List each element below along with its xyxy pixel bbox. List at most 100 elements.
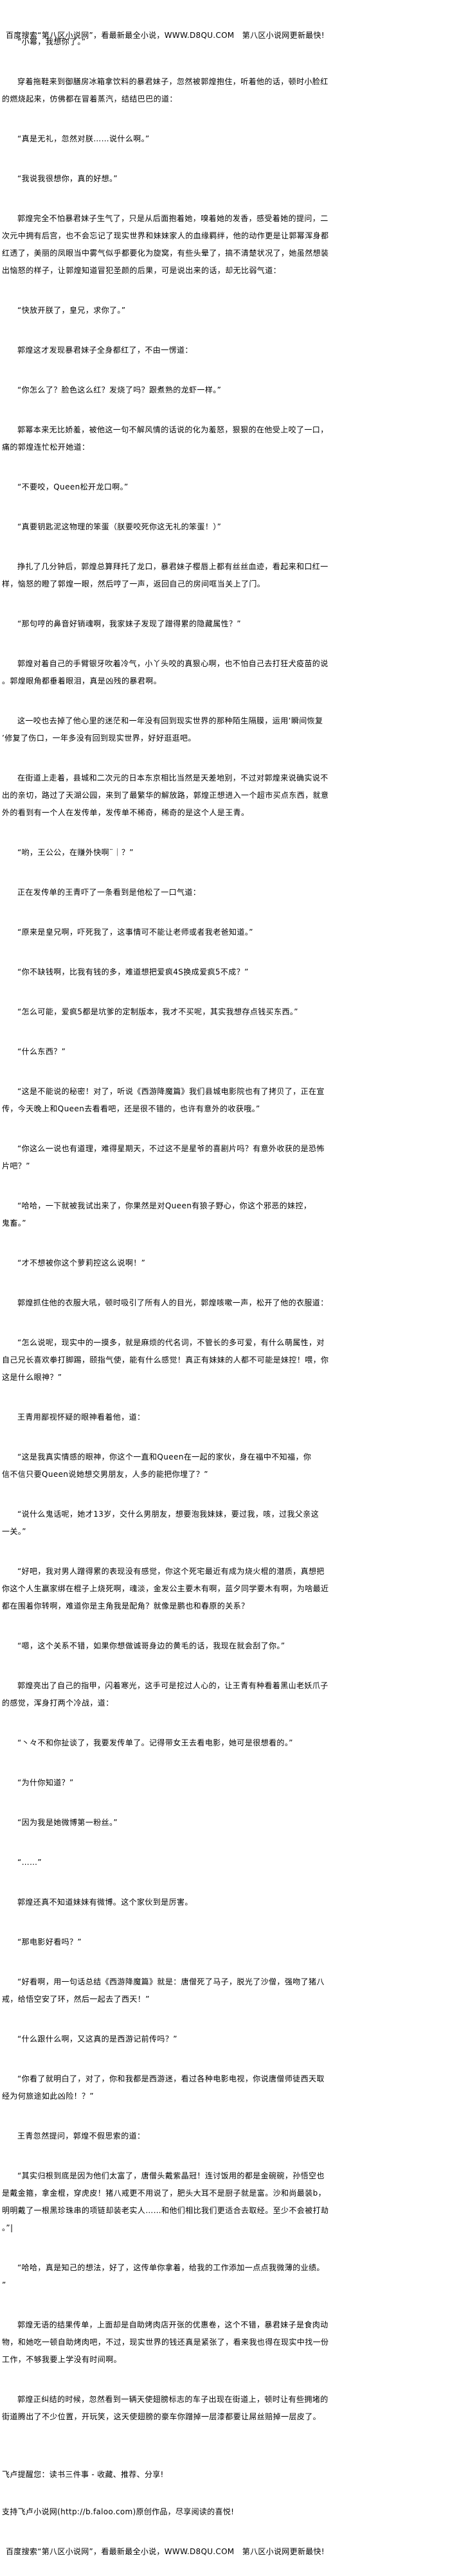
paragraph-line: 自己兄长喜欢拳打脚踢，颐指气使，能有什么感觉！真正有妹妹的人都不可能是妹控！喂，…: [2, 1355, 329, 1364]
paragraph-line: 。郭煌眼角都垂着眼泪，真是凶残的暴君啊。: [2, 676, 162, 685]
paragraph: “因为我是她微博第一粉丝。”: [2, 1814, 336, 1831]
paragraph: “你看了就明白了，对了，你和我都是西游迷，看过各种电影电视，你说唐僧师徒西天取经…: [2, 2070, 336, 2105]
paragraph-line: “你不缺钱啊，比我有钱的多，难道想把爱疯4S换成爱疯5不成？”: [17, 967, 249, 976]
paragraph-line: 一关。”: [2, 1527, 26, 1536]
paragraph-line: “你这么一说也有道理，难得星期天，不过这不是星爷的喜剧片吗？有意外收获的是恐怖: [17, 1144, 325, 1153]
paragraph-line: 你这个人生赢家绑在棍子上烧死啊，魂淡，金发公主要木有啊，蓝夕同学要木有啊，为啥最…: [2, 1584, 329, 1593]
site-banner-bottom: 百度搜索“第八区小说网”，看最新最全小说，WWW.D8QU.COM 第八区小说网…: [6, 2547, 325, 2556]
paragraph-line: 郭煌这才发现暴君妹子全身都红了，不由一愣道：: [17, 346, 193, 355]
paragraph-line: “小幂，我想你了。”: [17, 37, 86, 46]
paragraph-line: 出的亲切，路过了天湖公园，来到了最繁华的解放路，郭煌正想进入一个超市买点东西，就…: [2, 791, 329, 800]
paragraph-line: 在街道上走着，县城和二次元的日本东京相比当然是天差地别，不过对郭煌来说确实说不: [17, 773, 328, 782]
paragraph: “这是我真实情感的眼神，你这个一直和Queen在一起的家伙，身在福中不知福，你信…: [2, 1449, 336, 1483]
paragraph-line: 这是什么眼神？”: [2, 1373, 62, 1382]
chapter-body: “小幂，我想你了。” 穿着拖鞋来到御膳房冰箱拿饮料的暴君妹子，忽然被郭煌抱住，听着…: [2, 33, 336, 2448]
paragraph-line: 片吧？”: [2, 1161, 30, 1170]
paragraph: “怎么可能，爱疯5都是坑爹的定制版本，我才不买呢，其实我想存点钱买东西。”: [2, 1003, 336, 1021]
paragraph-line: 工作，不够我要上学没有时间啊。: [2, 2355, 122, 2364]
paragraph: “才不想被你这个萝莉控这么说啊！”: [2, 1255, 336, 1272]
paragraph-line: ”: [2, 2280, 6, 2289]
paragraph: 正在发传单的王青吓了一条看到是他松了一口气道：: [2, 884, 336, 901]
paragraph: 郭煌对着自己的手臂银牙吹着冷气，小丫头咬的真狠心啊，也不怕自己去打狂犬疫苗的说。…: [2, 655, 336, 690]
paragraph-line: 穿着拖鞋来到御膳房冰箱拿饮料的暴君妹子，忽然被郭煌抱住，听着他的话，顿时小脸红: [17, 77, 328, 86]
paragraph-line: 经为何旅途如此凶险！？”: [2, 2092, 94, 2101]
paragraph-line: “什么东西？”: [17, 1047, 66, 1056]
paragraph-line: 的燃烧起来，仿佛都在冒着蒸汽，结结巴巴的道：: [2, 94, 177, 103]
paragraph: 郭煌正纠结的时候，忽然看到一辆天使翅膀标志的车子出现在街道上，顿时让有些拥堵的街…: [2, 2391, 336, 2426]
paragraph: 郭煌还真不知道妹妹有微博。这个家伙到是厉害。: [2, 1894, 336, 1911]
paragraph-line: 信不信只要Queen说她想交男朋友，人多的能把你埋了？”: [2, 1470, 208, 1479]
paragraph-line: 传，今天晚上和Queen去看看吧，还是很不错的，也许有意外的收获哦。”: [2, 1104, 260, 1113]
paragraph-line: 痛的郭煌连忙松开她道：: [2, 443, 90, 452]
paragraph-line: “真要钥匙泥这物理的笨蛋（朕要咬死你这无礼的笨蛋！）”: [17, 522, 222, 531]
paragraph-line: “才不想被你这个萝莉控这么说啊！”: [17, 1258, 146, 1267]
paragraph: “那句哼的鼻音好销魂啊，我家妹子发现了蹭得累的隐藏属性？”: [2, 615, 336, 633]
paragraph-line: 都在围着你转啊，难道你是主角我是配角？就像是鹏也和春原的关系？: [2, 1601, 249, 1610]
paragraph: “你不缺钱啊，比我有钱的多，难道想把爱疯4S换成爱疯5不成？”: [2, 964, 336, 981]
paragraph-line: “我说我很想你，真的好想。”: [17, 174, 118, 183]
paragraph-line: 的感觉，浑身打两个冷战，道：: [2, 1698, 114, 1707]
paragraph: “哈哈，真是知己的想法，好了，这传单你拿着，给我的工作添加一点点我微薄的业绩。 ”: [2, 2259, 336, 2294]
paragraph: “嗯，这个关系不错，如果你想做诚哥身边的黄毛的话，我现在就会刮了你。”: [2, 1637, 336, 1655]
paragraph-line: 外的看到有一个人在发传单，发传单不稀奇，稀奇的是这个人是王青。: [2, 808, 249, 817]
paragraph-line: 挣扎了几分钟后，郭煌总算拜托了龙口，暴君妹子樱唇上都有丝丝血迹，看起来和口红一: [17, 562, 328, 571]
paragraph-line: “怎么可能，爱疯5都是坑爹的定制版本，我才不买呢，其实我想存点钱买东西。”: [17, 1007, 298, 1016]
paragraph: “真要钥匙泥这物理的笨蛋（朕要咬死你这无礼的笨蛋！）”: [2, 518, 336, 536]
paragraph: “快放开朕了，皇兄，求你了。”: [2, 302, 336, 319]
paragraph: “真是无礼，忽然对朕……说什么啊。”: [2, 130, 336, 148]
paragraph-line: “真是无礼，忽然对朕……说什么啊。”: [17, 134, 150, 143]
paragraph: “你这么一说也有道理，难得星期天，不过这不是星爷的喜剧片吗？有意外收获的是恐怖片…: [2, 1140, 336, 1175]
paragraph: “哟，王公公，在赚外快啊¨｜？”: [2, 844, 336, 861]
paragraph-line: 郭煌还真不知道妹妹有微博。这个家伙到是厉害。: [17, 1898, 193, 1907]
paragraph-line: 王青用鄙视怀疑的眼神看着他，道：: [17, 1413, 145, 1422]
paragraph-line: “这是我真实情感的眼神，你这个一直和Queen在一起的家伙，身在福中不知福，你: [17, 1452, 312, 1461]
paragraph-line: “那句哼的鼻音好销魂啊，我家妹子发现了蹭得累的隐藏属性？”: [17, 619, 242, 628]
paragraph-line: 明明戴了一根黑珍珠串的项链却装老实人……和他们相比我们更适合去取经。至少不会被打…: [2, 2206, 329, 2215]
paragraph-line: “因为我是她微博第一粉丝。”: [17, 1818, 118, 1827]
paragraph: “好吧，我对男人蹭得累的表现没有感觉，你这个死宅最近有成为烧火棍的潜质，真想把你…: [2, 1563, 336, 1615]
paragraph: “我说我很想你，真的好想。”: [2, 170, 336, 188]
paragraph: “……”: [2, 1854, 336, 1871]
paragraph-line: “为什你知道？”: [17, 1778, 74, 1787]
paragraph: “你怎么了？脸色这么红？发烧了吗？跟煮熟的龙虾一样。”: [2, 382, 336, 399]
paragraph-line: “嗯，这个关系不错，如果你想做诚哥身边的黄毛的话，我现在就会刮了你。”: [17, 1641, 285, 1650]
paragraph-line: “……”: [17, 1858, 42, 1867]
paragraph: 王青忽然提问，郭煌不假思索的道：: [2, 2128, 336, 2145]
paragraph: 穿着拖鞋来到御膳房冰箱拿饮料的暴君妹子，忽然被郭煌抱住，听着他的话，顿时小脸红的…: [2, 73, 336, 108]
paragraph: “小幂，我想你了。”: [2, 33, 336, 51]
paragraph-line: 这一咬也去掉了他心里的迷茫和一年没有回到现实世界的那种陌生隔膜，运用‘瞬间恢复: [17, 716, 323, 725]
paragraph: 郭煌这才发现暴君妹子全身都红了，不由一愣道：: [2, 342, 336, 359]
paragraph-line: 样，恼怒的瞪了郭煌一眼，然后哼了一声，返回自己的房间哐当关上了门。: [2, 579, 266, 588]
paragraph-line: “哈哈，一下就被我试出来了，你果然是对Queen有狼子野心，你这个邪恶的妹控，: [17, 1201, 312, 1210]
paragraph: “这是不能说的秘密！对了，听说《西游降魔篇》我们县城电影院也有了拷贝了，正在宣传…: [2, 1083, 336, 1118]
paragraph-line: 街道腾出了不少位置，开玩笑，这天使翅膀的豪车你蹭掉一层漆都要让屌丝赔掉一层皮了。: [2, 2412, 321, 2421]
paragraph-line: 郭煌抓住他的衣服大吼，顿时吸引了所有人的目光，郭煌咳嗽一声，松开了他的衣服道：: [17, 1298, 328, 1307]
paragraph: “那电影好看吗？”: [2, 1934, 336, 1951]
paragraph-line: 王青忽然提问，郭煌不假思索的道：: [17, 2131, 145, 2140]
paragraph: 郭幂本来无比娇羞，被他这一句不解风情的话说的化为羞怒，狠狠的在他受上咬了一口， 痛…: [2, 421, 336, 456]
paragraph: 在街道上走着，县城和二次元的日本东京相比当然是天差地别，不过对郭煌来说确实说不出…: [2, 770, 336, 822]
paragraph-line: 。”|: [2, 2223, 14, 2232]
paragraph: “为什你知道？”: [2, 1774, 336, 1792]
paragraph: “原来是皇兄啊，吓死我了，这事情可不能让老师或者我老爸知道。”: [2, 924, 336, 941]
paragraph: 郭煌无语的结果传单，上面却是自助烤肉店开张的优惠卷，这个不错，暴君妹子是食肉动物…: [2, 2316, 336, 2369]
paragraph-line: “你看了就明白了，对了，你和我都是西游迷，看过各种电影电视，你说唐僧师徒西天取: [17, 2074, 325, 2083]
paragraph-line: “什么跟什么啊，又这真的是西游记前传吗？”: [17, 2034, 177, 2043]
paragraph-line: “好看啊，用一句话总结《西游降魔篇》就是：唐僧死了马子，脱光了沙僧，强吻了猪八: [17, 1977, 325, 1986]
paragraph-line: “哈哈，真是知己的想法，好了，这传单你拿着，给我的工作添加一点点我微薄的业绩。: [17, 2263, 325, 2272]
paragraph-line: 郭幂本来无比娇羞，被他这一句不解风情的话说的化为羞怒，狠狠的在他受上咬了一口，: [17, 425, 328, 434]
paragraph: “其实归根到底是因为他们太富了，唐僧头戴紫晶冠！连讨饭用的都是金碗碗，孙悟空也是…: [2, 2167, 336, 2237]
paragraph-line: 郭煌无语的结果传单，上面却是自助烤肉店开张的优惠卷，这个不错，暴君妹子是食肉动: [17, 2320, 328, 2329]
paragraph-line: “怎么说呢，现实中的一摸多，就是麻烦的代名词，不管长的多可爱，有什么萌属性，对: [17, 1338, 325, 1347]
paragraph-line: “说什么鬼话呢，她才13岁，交什么男朋友，想要泡我妹妹，要过我，咳，过我父亲这: [17, 1510, 320, 1519]
paragraph: 郭煌亮出了自己的指甲，闪着寒光，这手可是挖过人心的，让王青有种看着黑山老妖爪子的…: [2, 1677, 336, 1712]
paragraph-line: “原来是皇兄啊，吓死我了，这事情可不能让老师或者我老爸知道。”: [17, 928, 253, 937]
paragraph: “丶々不和你扯谈了，我要发传单了。记得带女王去看电影，她可是很想看的。”: [2, 1734, 336, 1752]
paragraph-line: 郭煌对着自己的手臂银牙吹着冷气，小丫头咬的真狠心啊，也不怕自己去打狂犬疫苗的说: [17, 659, 328, 668]
paragraph-line: “丶々不和你扯谈了，我要发传单了。记得带女王去看电影，她可是很想看的。”: [17, 1738, 293, 1747]
site-banner-top: 百度搜索“第八区小说网”，看最新最全小说，WWW.D8QU.COM 第八区小说网…: [6, 31, 325, 40]
faloo-support-link[interactable]: 支持飞卢小说网(http://b.faloo.com)原创作品，尽享阅读的喜悦!: [2, 2507, 235, 2516]
paragraph: “说什么鬼话呢，她才13岁，交什么男朋友，想要泡我妹妹，要过我，咳，过我父亲这一…: [2, 1506, 336, 1540]
paragraph-line: 郭煌完全不怕暴君妹子生气了，只是从后面抱着她，嗅着她的发香，感受着她的提问，二: [17, 214, 328, 223]
paragraph: 这一咬也去掉了他心里的迷茫和一年没有回到现实世界的那种陌生隔膜，运用‘瞬间恢复’…: [2, 712, 336, 747]
